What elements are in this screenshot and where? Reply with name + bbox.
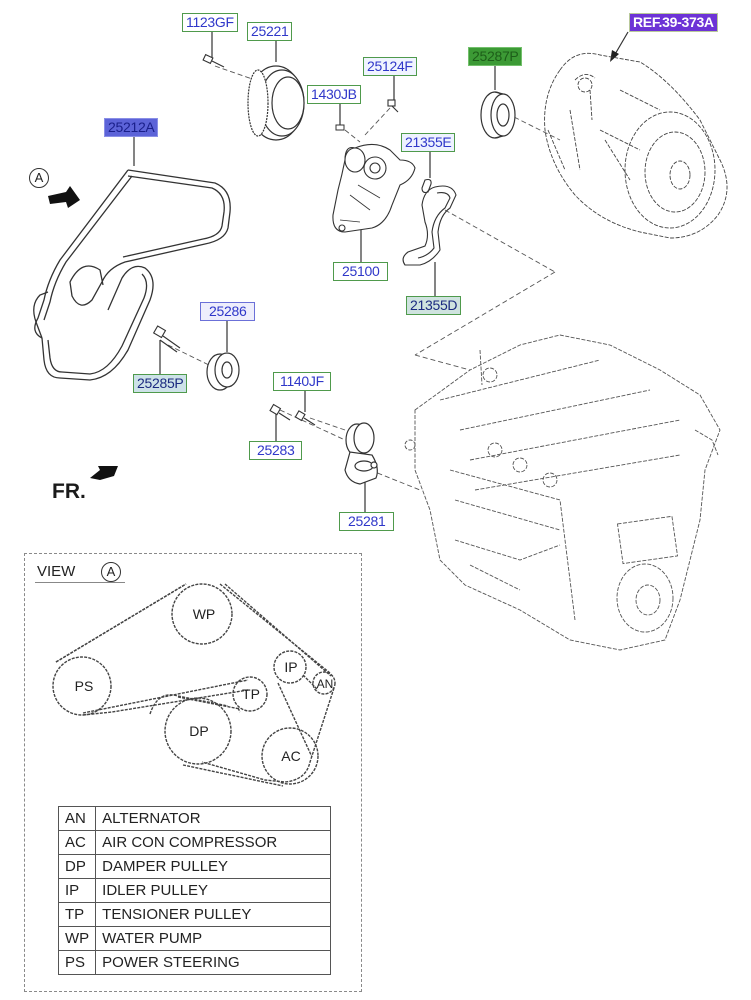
water-pump-25100 [332,143,416,233]
belt-segment-ps-tp [82,679,249,714]
callout-21355E[interactable]: 21355E [401,133,456,152]
serpentine-belt [33,169,231,381]
bolt-25283 [269,403,291,421]
legend-code: DP [57,854,97,879]
legend-name: TENSIONER PULLEY [95,902,332,927]
callout-25124F[interactable]: 25124F [363,57,417,76]
belt-segment-ip-an [302,674,319,691]
legend-row: PS POWER STEERING [57,950,332,975]
belt-segment-ip-ac [277,682,313,758]
legend-code: PS [57,950,97,975]
legend-row: AC AIR CON COMPRESSOR [57,830,332,855]
dowel-1430JB [335,124,345,131]
idler-pulley-25287P [480,91,516,139]
callout-25100[interactable]: 25100 [333,262,389,281]
callout-1430JB[interactable]: 1430JB [307,85,361,104]
engine-block-drawing [404,334,721,651]
view-a-title: VIEW [37,563,75,580]
callout-25286[interactable]: 25286 [200,302,256,321]
view-title-text: VIEW [37,563,76,580]
pulley-wp [171,583,233,645]
callout-21355D[interactable]: 21355D [406,296,462,315]
pulley-legend-table: AN ALTERNATOR AC AIR CON COMPRESSOR DP D… [57,806,332,975]
pulley-label-an: AN [317,677,334,691]
pulley-an [312,671,336,695]
belt-segment-dp-ac [182,764,284,787]
pulley-ac [261,727,319,785]
legend-row: AN ALTERNATOR [57,806,332,831]
pulley-label-dp: DP [189,723,208,739]
view-a-arrow [48,186,80,208]
tensioner-25281 [344,422,378,485]
callout-1123GF[interactable]: 1123GF [182,13,238,32]
pulley-25221 [247,65,305,141]
legend-row: TP TENSIONER PULLEY [57,902,332,927]
pulley-ip [273,650,307,684]
gasket-21355E [421,178,432,194]
callout-1140JF[interactable]: 1140JF [273,372,331,391]
pulley-label-tp: TP [242,686,260,702]
pulley-ps [52,656,112,716]
pulley-label-ip: IP [284,659,297,675]
legend-name: POWER STEERING [95,950,332,975]
alternator-drawing [544,52,728,239]
legend-code: TP [57,902,97,927]
view-title-underline [35,582,125,583]
callout-25281[interactable]: 25281 [339,512,395,531]
bolt-25124F [387,99,399,113]
callout-25283[interactable]: 25283 [249,441,303,460]
idler-pulley-25286 [206,352,240,391]
view-a-panel [24,553,362,992]
gasket-21355D [402,185,457,266]
legend-code: AN [57,806,97,831]
legend-code: AC [57,830,97,855]
view-title-marker: A [101,562,121,582]
view-a-marker: A [29,168,49,188]
legend-name: ALTERNATOR [95,806,332,831]
legend-name: DAMPER PULLEY [95,854,332,879]
legend-code: IP [57,878,97,903]
callout-25221[interactable]: 25221 [247,22,293,41]
pulley-dp [164,697,232,765]
ref-arrow-line [613,31,629,57]
legend-name: IDLER PULLEY [95,878,332,903]
callout-25285P[interactable]: 25285P [133,374,188,393]
pulley-label-ac: AC [281,748,300,764]
legend-code: WP [57,926,97,951]
pulley-tp [232,676,268,712]
front-arrow [90,466,118,480]
front-direction-label: FR. [52,480,86,503]
callout-25287P[interactable]: 25287P [468,47,523,66]
belt-segment-dp-tp [177,696,241,710]
belt-segment-wp-an [224,583,332,677]
callout-ref-39-373A[interactable]: REF.39-373A [629,13,718,32]
bolt-1140JF [294,410,316,426]
bolt-25285P [152,325,181,353]
belt-segment-ps-wp [55,583,187,663]
legend-row: IP IDLER PULLEY [57,878,332,903]
bolt-1123GF [202,53,225,68]
legend-row: DP DAMPER PULLEY [57,854,332,879]
legend-name: AIR CON COMPRESSOR [95,830,332,855]
ref-arrow-head [610,50,619,62]
pulley-label-wp: WP [193,606,216,622]
legend-row: WP WATER PUMP [57,926,332,951]
legend-name: WATER PUMP [95,926,332,951]
pulley-label-ps: PS [75,678,94,694]
callout-25212A[interactable]: 25212A [104,118,159,137]
